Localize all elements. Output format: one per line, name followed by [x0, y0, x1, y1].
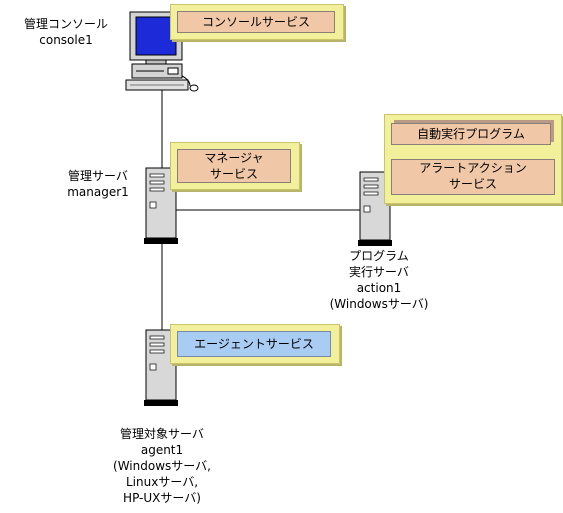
agent-label-line: HP-UXサーバ) [123, 491, 201, 505]
agent-label: 管理対象サーバ agent1 (Windowsサーバ, Linuxサーバ, HP… [92, 426, 232, 506]
auto-exec-program-box: 自動実行プログラム [391, 123, 551, 145]
manager-label-line: manager1 [67, 185, 129, 199]
manager-service-panel: マネージャ サービス [170, 142, 300, 190]
action-label-line: (Windowsサーバ) [329, 297, 429, 311]
console-label: 管理コンソール console1 [8, 16, 124, 48]
alert-action-service-label-line: サービス [448, 177, 497, 191]
action-service-panel: 自動実行プログラム アラートアクション サービス [384, 114, 562, 204]
agent-label-line: agent1 [140, 443, 184, 457]
alert-action-service-box: アラートアクション サービス [391, 159, 555, 195]
agent-label-line: 管理対象サーバ [120, 427, 204, 441]
alert-action-service-label-line: アラートアクション [419, 161, 527, 175]
manager-service-label-line: サービス [209, 167, 258, 181]
manager-label: 管理サーバ manager1 [50, 168, 146, 200]
agent-service-label: エージェントサービス [194, 337, 314, 351]
console-label-line: 管理コンソール [23, 17, 108, 31]
agent-label-line: (Windowsサーバ, [113, 459, 211, 473]
console-service-panel: コンソールサービス [170, 4, 344, 40]
agent-service-box: エージェントサービス [177, 331, 331, 357]
console-service-box: コンソールサービス [177, 11, 335, 33]
action-label: プログラム 実行サーバ action1 (Windowsサーバ) [318, 248, 440, 312]
manager-label-line: 管理サーバ [68, 169, 128, 183]
action-label-line: 実行サーバ [349, 265, 409, 279]
manager-server-icon [144, 167, 178, 244]
action-label-line: action1 [356, 281, 402, 295]
agent-service-panel: エージェントサービス [170, 324, 340, 364]
console-label-line: console1 [39, 33, 93, 47]
manager-service-box: マネージャ サービス [177, 149, 291, 183]
action-label-line: プログラム [349, 249, 409, 263]
agent-label-line: Linuxサーバ, [125, 475, 199, 489]
auto-exec-program-label: 自動実行プログラム [417, 127, 525, 141]
manager-service-label-line: マネージャ [204, 151, 264, 165]
console-service-label: コンソールサービス [201, 15, 310, 29]
